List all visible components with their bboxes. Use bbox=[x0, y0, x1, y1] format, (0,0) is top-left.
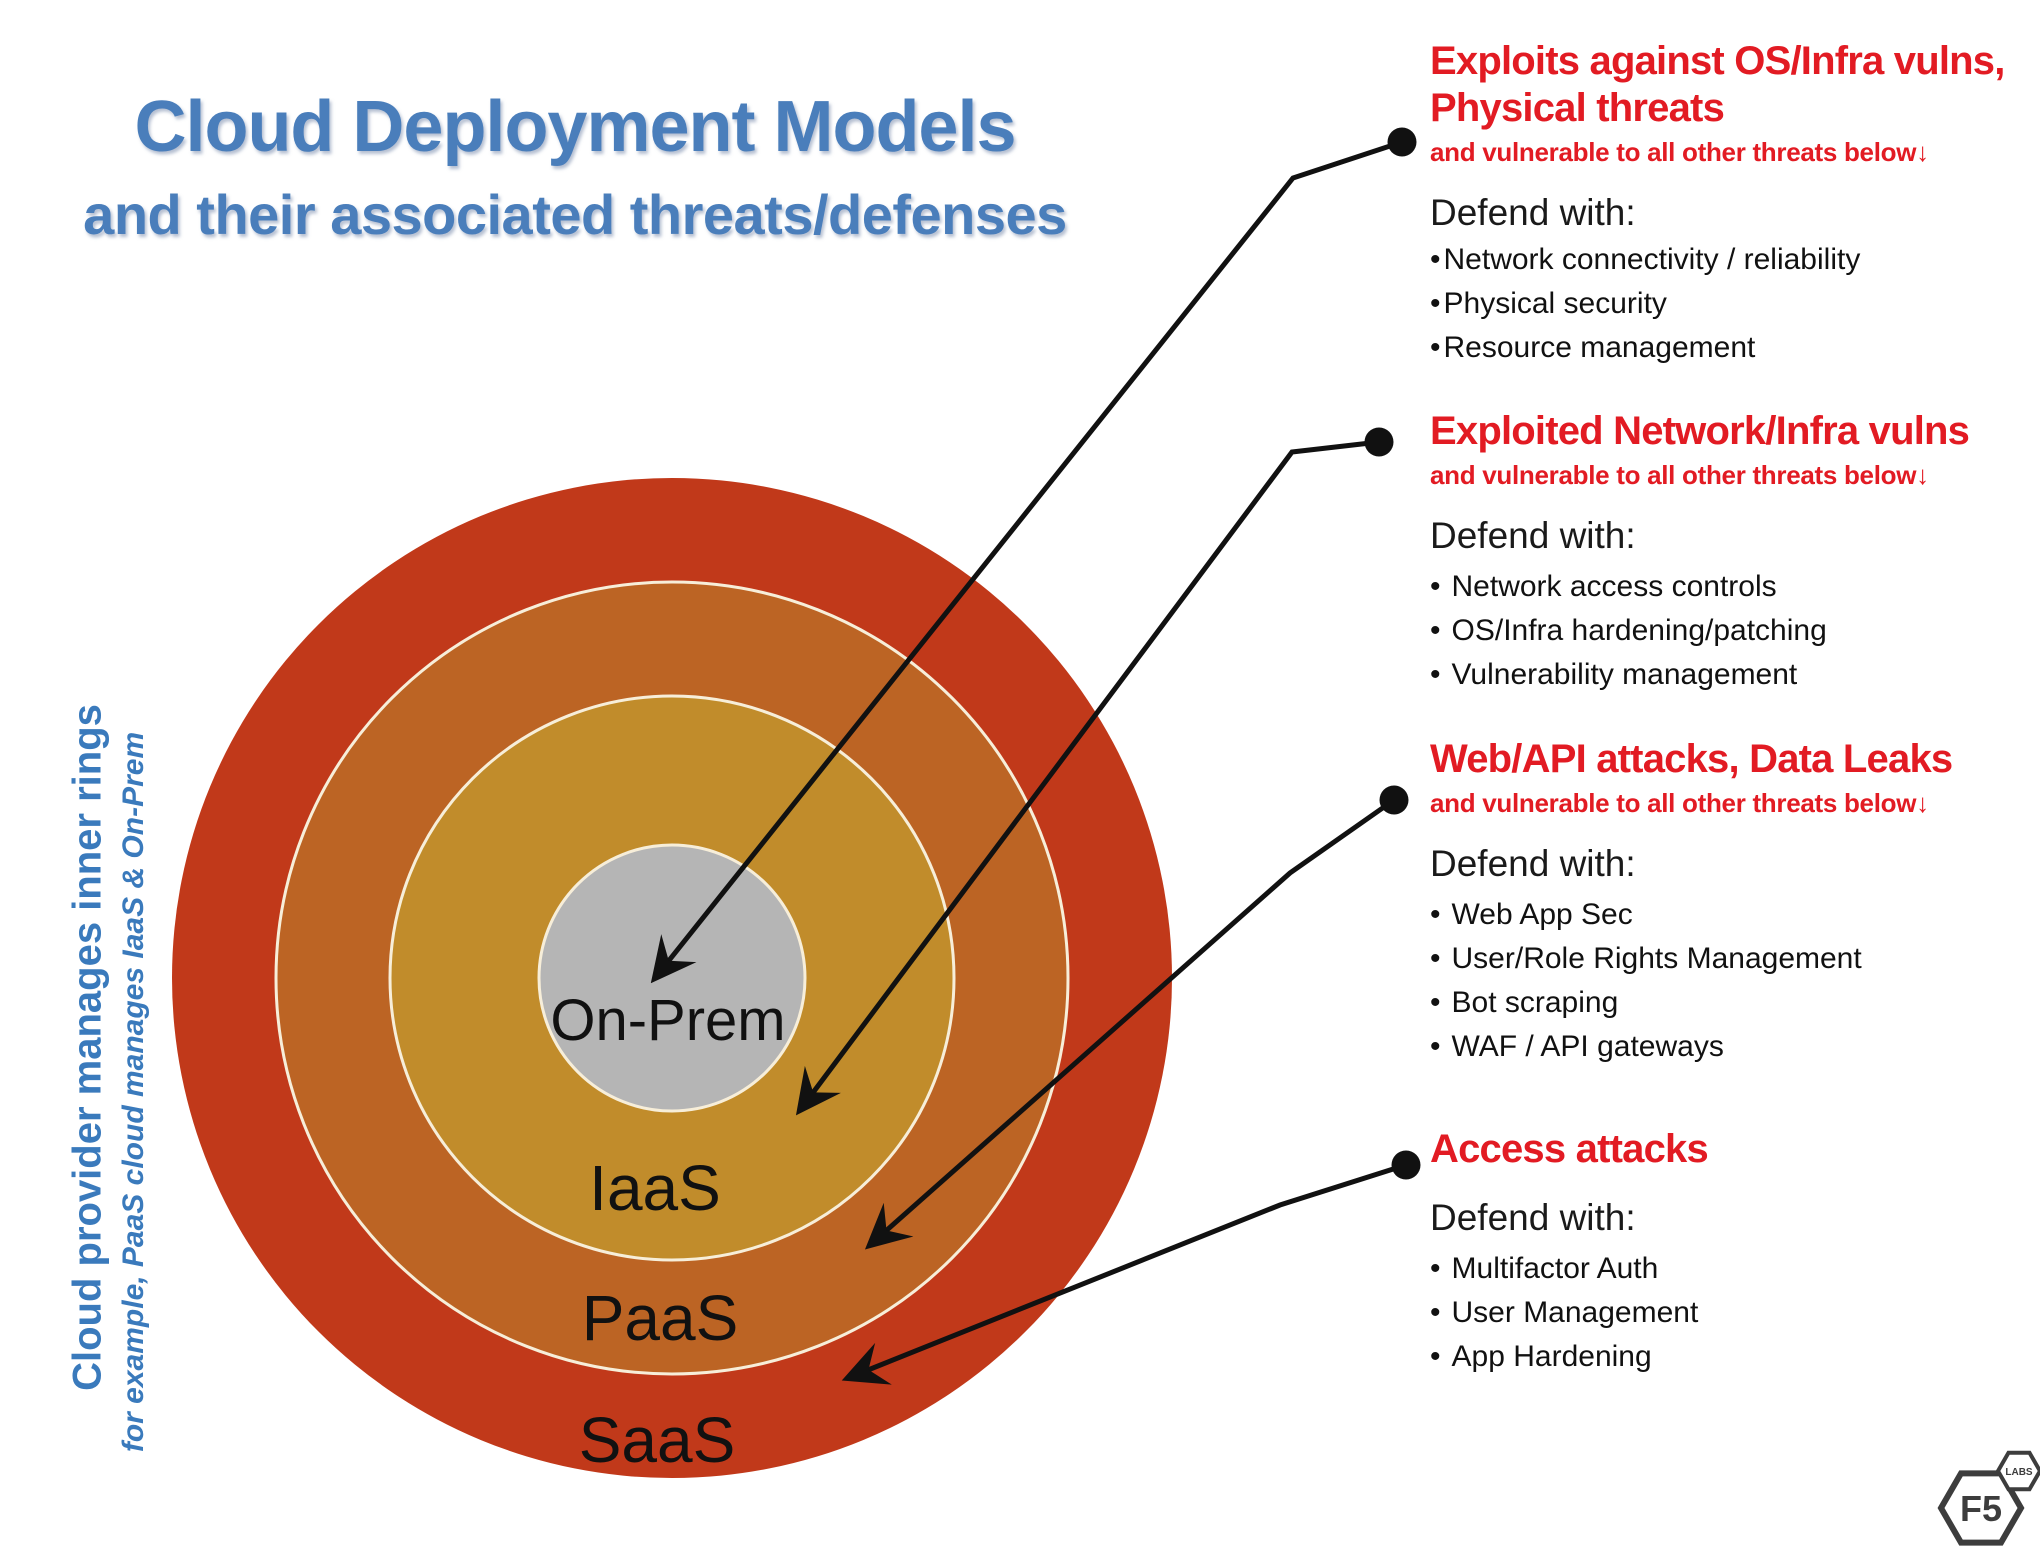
defend-with-label: Defend with: bbox=[1430, 1196, 1636, 1238]
arrow-to-onprem bbox=[650, 139, 1403, 984]
defense-item: • User/Role Rights Management bbox=[1430, 937, 2036, 981]
arrow-to-paas bbox=[864, 797, 1396, 1250]
bullet-icon: • bbox=[1430, 1030, 1441, 1064]
defend-with-label: Defend with: bbox=[1430, 842, 1636, 884]
threat-title-line: Web/API attacks, Data Leaks bbox=[1430, 737, 1953, 781]
bullet-icon: • bbox=[1430, 569, 1441, 603]
threat-block-access: Access attacks Defend with: • Multifactor… bbox=[1430, 1126, 2036, 1379]
ring-label-paas: PaaS bbox=[582, 1282, 739, 1354]
defense-item: • Multifactor Auth bbox=[1430, 1247, 2036, 1291]
bullet-icon: • bbox=[1430, 613, 1441, 647]
defense-list: • Network access controls • OS/Infra harden… bbox=[1430, 565, 2036, 697]
side-note-main: Cloud provider manages inner rings bbox=[65, 704, 110, 1391]
bullet-icon: • bbox=[1430, 1295, 1441, 1329]
defend-with-label: Defend with: bbox=[1430, 514, 1636, 556]
threat-title-line: Exploits against OS/Infra vulns, bbox=[1430, 39, 2005, 83]
bullet-icon: • bbox=[1430, 985, 1441, 1019]
defense-list: •Network connectivity / reliability•Phys… bbox=[1430, 238, 2036, 370]
defense-text: User Management bbox=[1451, 1295, 1699, 1329]
logo-labs-hexagon bbox=[1995, 1450, 2040, 1492]
defense-text: Physical security bbox=[1443, 286, 1667, 320]
threat-title: Access attacks bbox=[1430, 1126, 2036, 1173]
arrow-dot-onprem bbox=[1387, 127, 1417, 157]
defend-with-label: Defend with: bbox=[1430, 191, 1636, 233]
bullet-icon: • bbox=[1430, 330, 1441, 364]
page-title: Cloud Deployment Models bbox=[134, 87, 1016, 167]
threat-title: Exploits against OS/Infra vulns, Physica… bbox=[1430, 38, 2036, 132]
defense-list: • Multifactor Auth • User Management • App Ha… bbox=[1430, 1247, 2036, 1379]
bullet-icon: • bbox=[1430, 897, 1441, 931]
ring-label-iaas: IaaS bbox=[589, 1152, 721, 1224]
page-subtitle: and their associated threats/defenses bbox=[83, 183, 1067, 246]
bullet-icon: • bbox=[1430, 941, 1441, 975]
defense-list: • Web App Sec • User/Role Rights Management… bbox=[1430, 893, 2036, 1069]
arrow-dot-paas bbox=[1379, 785, 1409, 815]
defense-item: • Network access controls bbox=[1430, 565, 2036, 609]
bullet-icon: • bbox=[1430, 1251, 1441, 1285]
bullet-icon: • bbox=[1430, 657, 1441, 691]
logo-labs-text: LABS bbox=[2005, 1467, 2033, 1478]
threat-title-line: Exploited Network/Infra vulns bbox=[1430, 409, 1970, 453]
defense-item: •Network connectivity / reliability bbox=[1430, 238, 2036, 282]
threat-title: Exploited Network/Infra vulns bbox=[1430, 408, 2036, 455]
arrow-dot-saas bbox=[1391, 1150, 1421, 1180]
bullet-icon: • bbox=[1430, 286, 1441, 320]
defense-item: • Web App Sec bbox=[1430, 893, 2036, 937]
ring-label-onprem: On-Prem bbox=[550, 988, 785, 1053]
defense-text: Network connectivity / reliability bbox=[1443, 242, 1861, 276]
ring-onprem bbox=[537, 843, 807, 1113]
title-block: Cloud Deployment Models and their associ… bbox=[0, 86, 1150, 247]
defense-text: User/Role Rights Management bbox=[1451, 941, 1862, 975]
threat-block-web-api: Web/API attacks, Data Leaks and vulnerab… bbox=[1430, 736, 2036, 1069]
threat-block-network-infra: Exploited Network/Infra vulns and vulner… bbox=[1430, 408, 2036, 697]
defense-item: •Resource management bbox=[1430, 326, 2036, 370]
threat-title-line: Physical threats bbox=[1430, 85, 1725, 130]
defense-text: App Hardening bbox=[1451, 1339, 1652, 1373]
defense-item: • User Management bbox=[1430, 1291, 2036, 1335]
threat-subtitle: and vulnerable to all other threats belo… bbox=[1430, 136, 1929, 167]
threat-block-os-infra: Exploits against OS/Infra vulns, Physica… bbox=[1430, 38, 2036, 370]
f5-labs-logo: F5 LABS bbox=[1937, 1450, 2040, 1546]
threat-subtitle: and vulnerable to all other threats belo… bbox=[1430, 459, 1929, 490]
bullet-icon: • bbox=[1430, 1339, 1441, 1373]
defense-text: Bot scraping bbox=[1451, 985, 1619, 1019]
threat-subtitle: and vulnerable to all other threats belo… bbox=[1430, 787, 1929, 818]
bullet-icon: • bbox=[1430, 242, 1441, 276]
arrow-dot-iaas bbox=[1364, 427, 1394, 457]
arrow-to-iaas bbox=[795, 439, 1380, 1116]
side-note-detail: for example, PaaS cloud manages IaaS & O… bbox=[117, 731, 150, 1453]
defense-item: • Bot scraping bbox=[1430, 981, 2036, 1025]
defense-item: • WAF / API gateways bbox=[1430, 1025, 2036, 1069]
defense-text: Resource management bbox=[1443, 330, 1756, 364]
defense-text: Vulnerability management bbox=[1451, 657, 1798, 691]
defense-item: • OS/Infra hardening/patching bbox=[1430, 609, 2036, 653]
defense-text: Network access controls bbox=[1451, 569, 1777, 603]
defense-text: WAF / API gateways bbox=[1451, 1030, 1724, 1064]
defense-item: • Vulnerability management bbox=[1430, 653, 2036, 697]
defense-text: OS/Infra hardening/patching bbox=[1451, 613, 1827, 647]
defense-text: Web App Sec bbox=[1451, 897, 1633, 931]
ring-label-saas: SaaS bbox=[579, 1404, 736, 1476]
threat-title-line: Access attacks bbox=[1430, 1127, 1709, 1171]
defense-item: •Physical security bbox=[1430, 282, 2036, 326]
logo-f5-text: F5 bbox=[1960, 1488, 2002, 1529]
defense-text: Multifactor Auth bbox=[1451, 1251, 1659, 1285]
threat-title: Web/API attacks, Data Leaks bbox=[1430, 736, 2036, 783]
arrow-to-saas bbox=[841, 1162, 1407, 1385]
defense-item: • App Hardening bbox=[1430, 1335, 2036, 1379]
